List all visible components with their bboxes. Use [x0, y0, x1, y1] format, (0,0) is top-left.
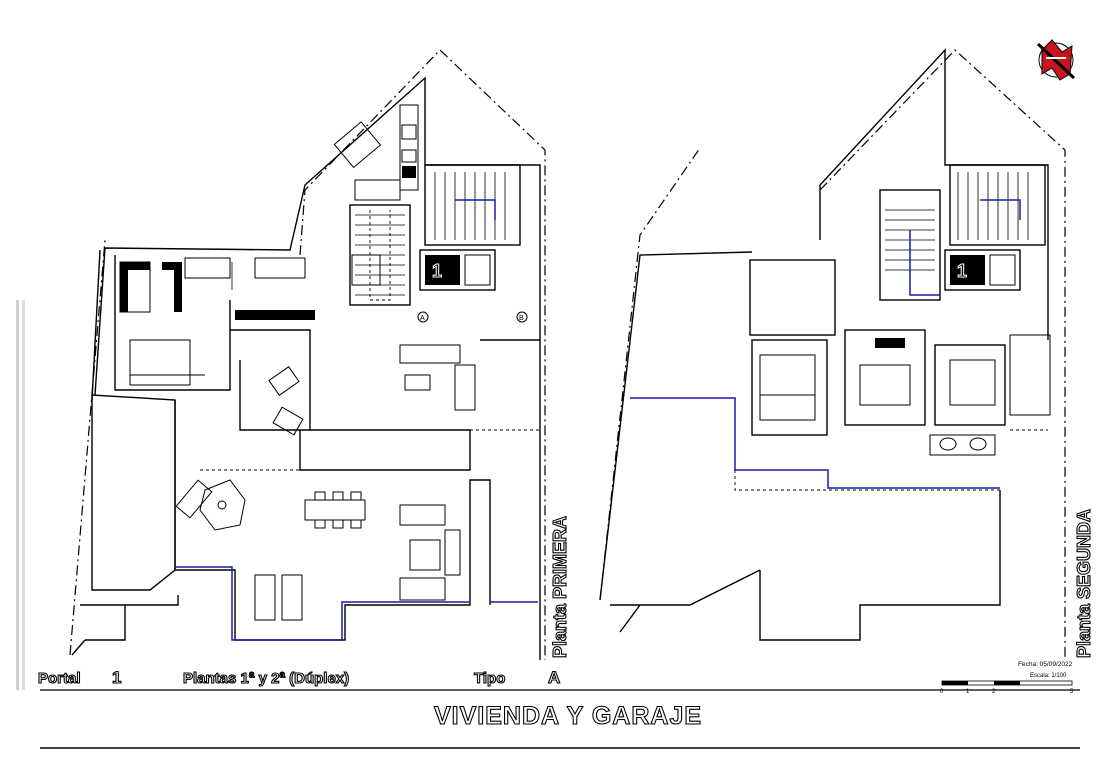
- sheet-title: VIVIENDA Y GARAJE: [434, 702, 702, 730]
- margin-note-2: [22, 300, 25, 690]
- portal-label: Portal: [38, 670, 81, 687]
- scale-tick-5: 5: [1070, 689, 1074, 695]
- elevator-number: 1: [432, 261, 442, 281]
- escala: Escala: 1/100: [1030, 673, 1067, 679]
- plan-second-floor: 1: [599, 48, 1066, 660]
- company-logo: [1036, 39, 1076, 81]
- label-planta-segunda: Planta SEGUNDA: [1074, 509, 1094, 658]
- plantas-label: Plantas 1ª y 2ª (Dúplex): [183, 670, 349, 687]
- stair-marker-b: B: [519, 315, 524, 322]
- tipo-label: Tipo: [474, 670, 505, 687]
- fecha: Fecha: 05/09/2022: [1018, 661, 1073, 668]
- scale-bar: 0 1 2 5: [940, 680, 1074, 695]
- elevator-number-2: 1: [957, 261, 967, 281]
- title-block: Portal 1 Plantas 1ª y 2ª (Dúplex) Tipo A…: [37, 661, 1080, 749]
- margin-note: [16, 300, 19, 690]
- portal-number: 1: [112, 668, 121, 687]
- scale-tick-2: 2: [992, 689, 996, 695]
- plan-first-floor: A B 1: [69, 49, 546, 660]
- label-planta-primera: Planta PRIMERA: [550, 516, 570, 658]
- scale-tick-1: 1: [966, 689, 970, 695]
- tipo-value: A: [548, 668, 560, 687]
- scale-tick-0: 0: [940, 689, 944, 695]
- stair-marker-a: A: [420, 315, 425, 322]
